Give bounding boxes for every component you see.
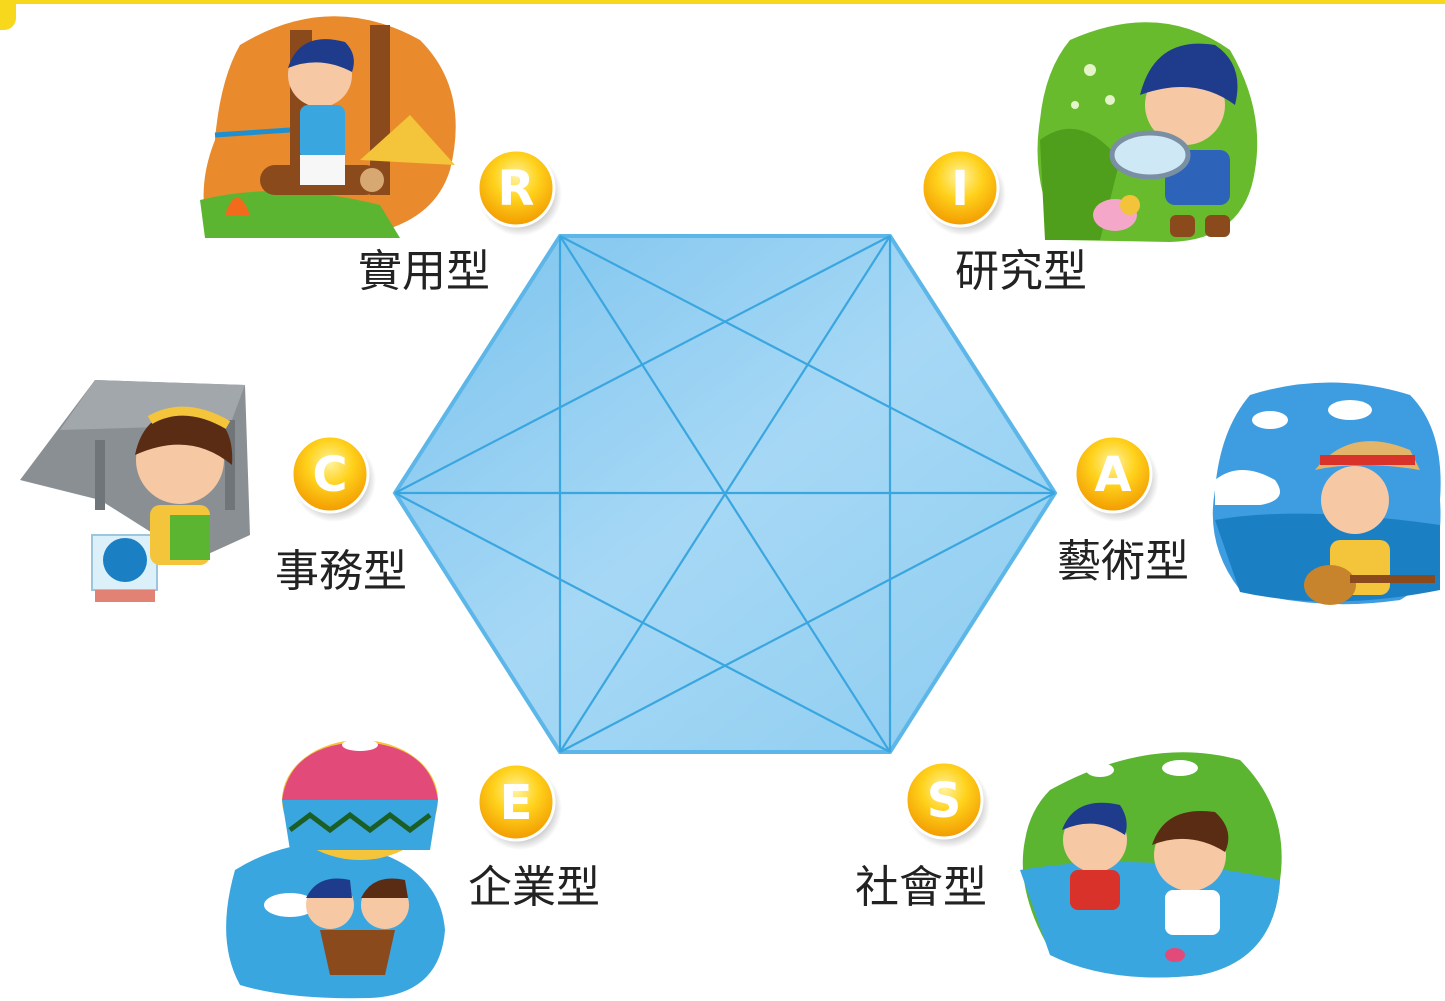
label-E: 企業型 [468, 862, 600, 913]
badge-S: S [904, 760, 990, 848]
camping-boy-icon [200, 16, 456, 239]
badge-letter-R: R [498, 161, 535, 217]
label-R: 實用型 [358, 246, 490, 297]
badge-R: R [476, 148, 562, 236]
label-I: 研究型 [955, 246, 1087, 297]
badge-E: E [476, 762, 562, 850]
label-C: 事務型 [275, 546, 407, 597]
archive-girl-icon [20, 380, 250, 602]
badge-A: A [1073, 434, 1159, 522]
label-S: 社會型 [855, 862, 987, 913]
badge-letter-I: I [951, 161, 969, 217]
badge-C: C [290, 434, 376, 522]
top-accent-bar [0, 0, 1445, 4]
badge-letter-S: S [927, 773, 962, 829]
magnifier-boy-icon [1037, 22, 1258, 242]
badge-I: I [920, 148, 1006, 236]
badge-letter-A: A [1094, 447, 1131, 503]
hexagon [392, 234, 1058, 754]
badge-letter-C: C [312, 447, 347, 503]
corner-tab [0, 0, 16, 30]
balloon-children-icon [226, 739, 445, 999]
badge-letter-E: E [500, 775, 533, 831]
fishing-children-icon [1020, 752, 1282, 978]
label-A: 藝術型 [1057, 536, 1189, 587]
guitar-boy-icon [1212, 382, 1441, 605]
